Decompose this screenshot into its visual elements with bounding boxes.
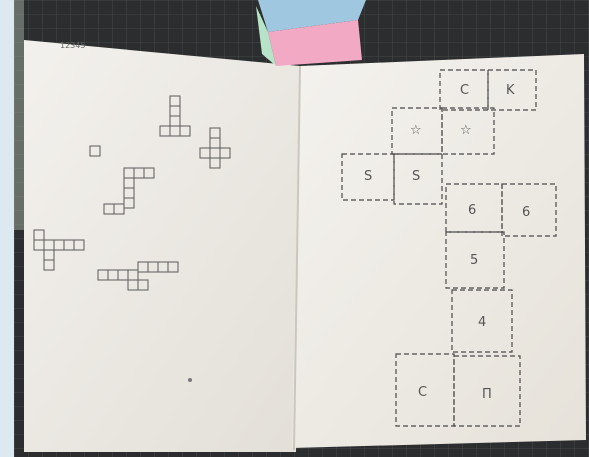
paper-cube [256,0,366,66]
mark-r1b: K [506,83,515,98]
mark-r1a: C [460,83,469,98]
right-paper-sheet [292,54,586,448]
mark-r4a: 6 [468,203,476,218]
mark-r4b: 6 [522,205,530,220]
mark-r7b: П [482,387,492,402]
mark-r7a: C [418,385,427,400]
pencil-dot [188,378,192,382]
corner-label: 12345 [60,41,85,50]
mark-r6a: 4 [478,315,486,330]
left-panel-shadow [14,0,24,230]
left-paper-sheet [24,40,300,452]
mark-r5a: 5 [470,253,478,268]
mark-r3b: S [412,169,420,184]
left-panel [0,0,14,457]
mark-r3a: S [364,169,372,184]
mark-r2a: ☆ [410,123,422,138]
mark-r2b: ☆ [460,123,472,138]
